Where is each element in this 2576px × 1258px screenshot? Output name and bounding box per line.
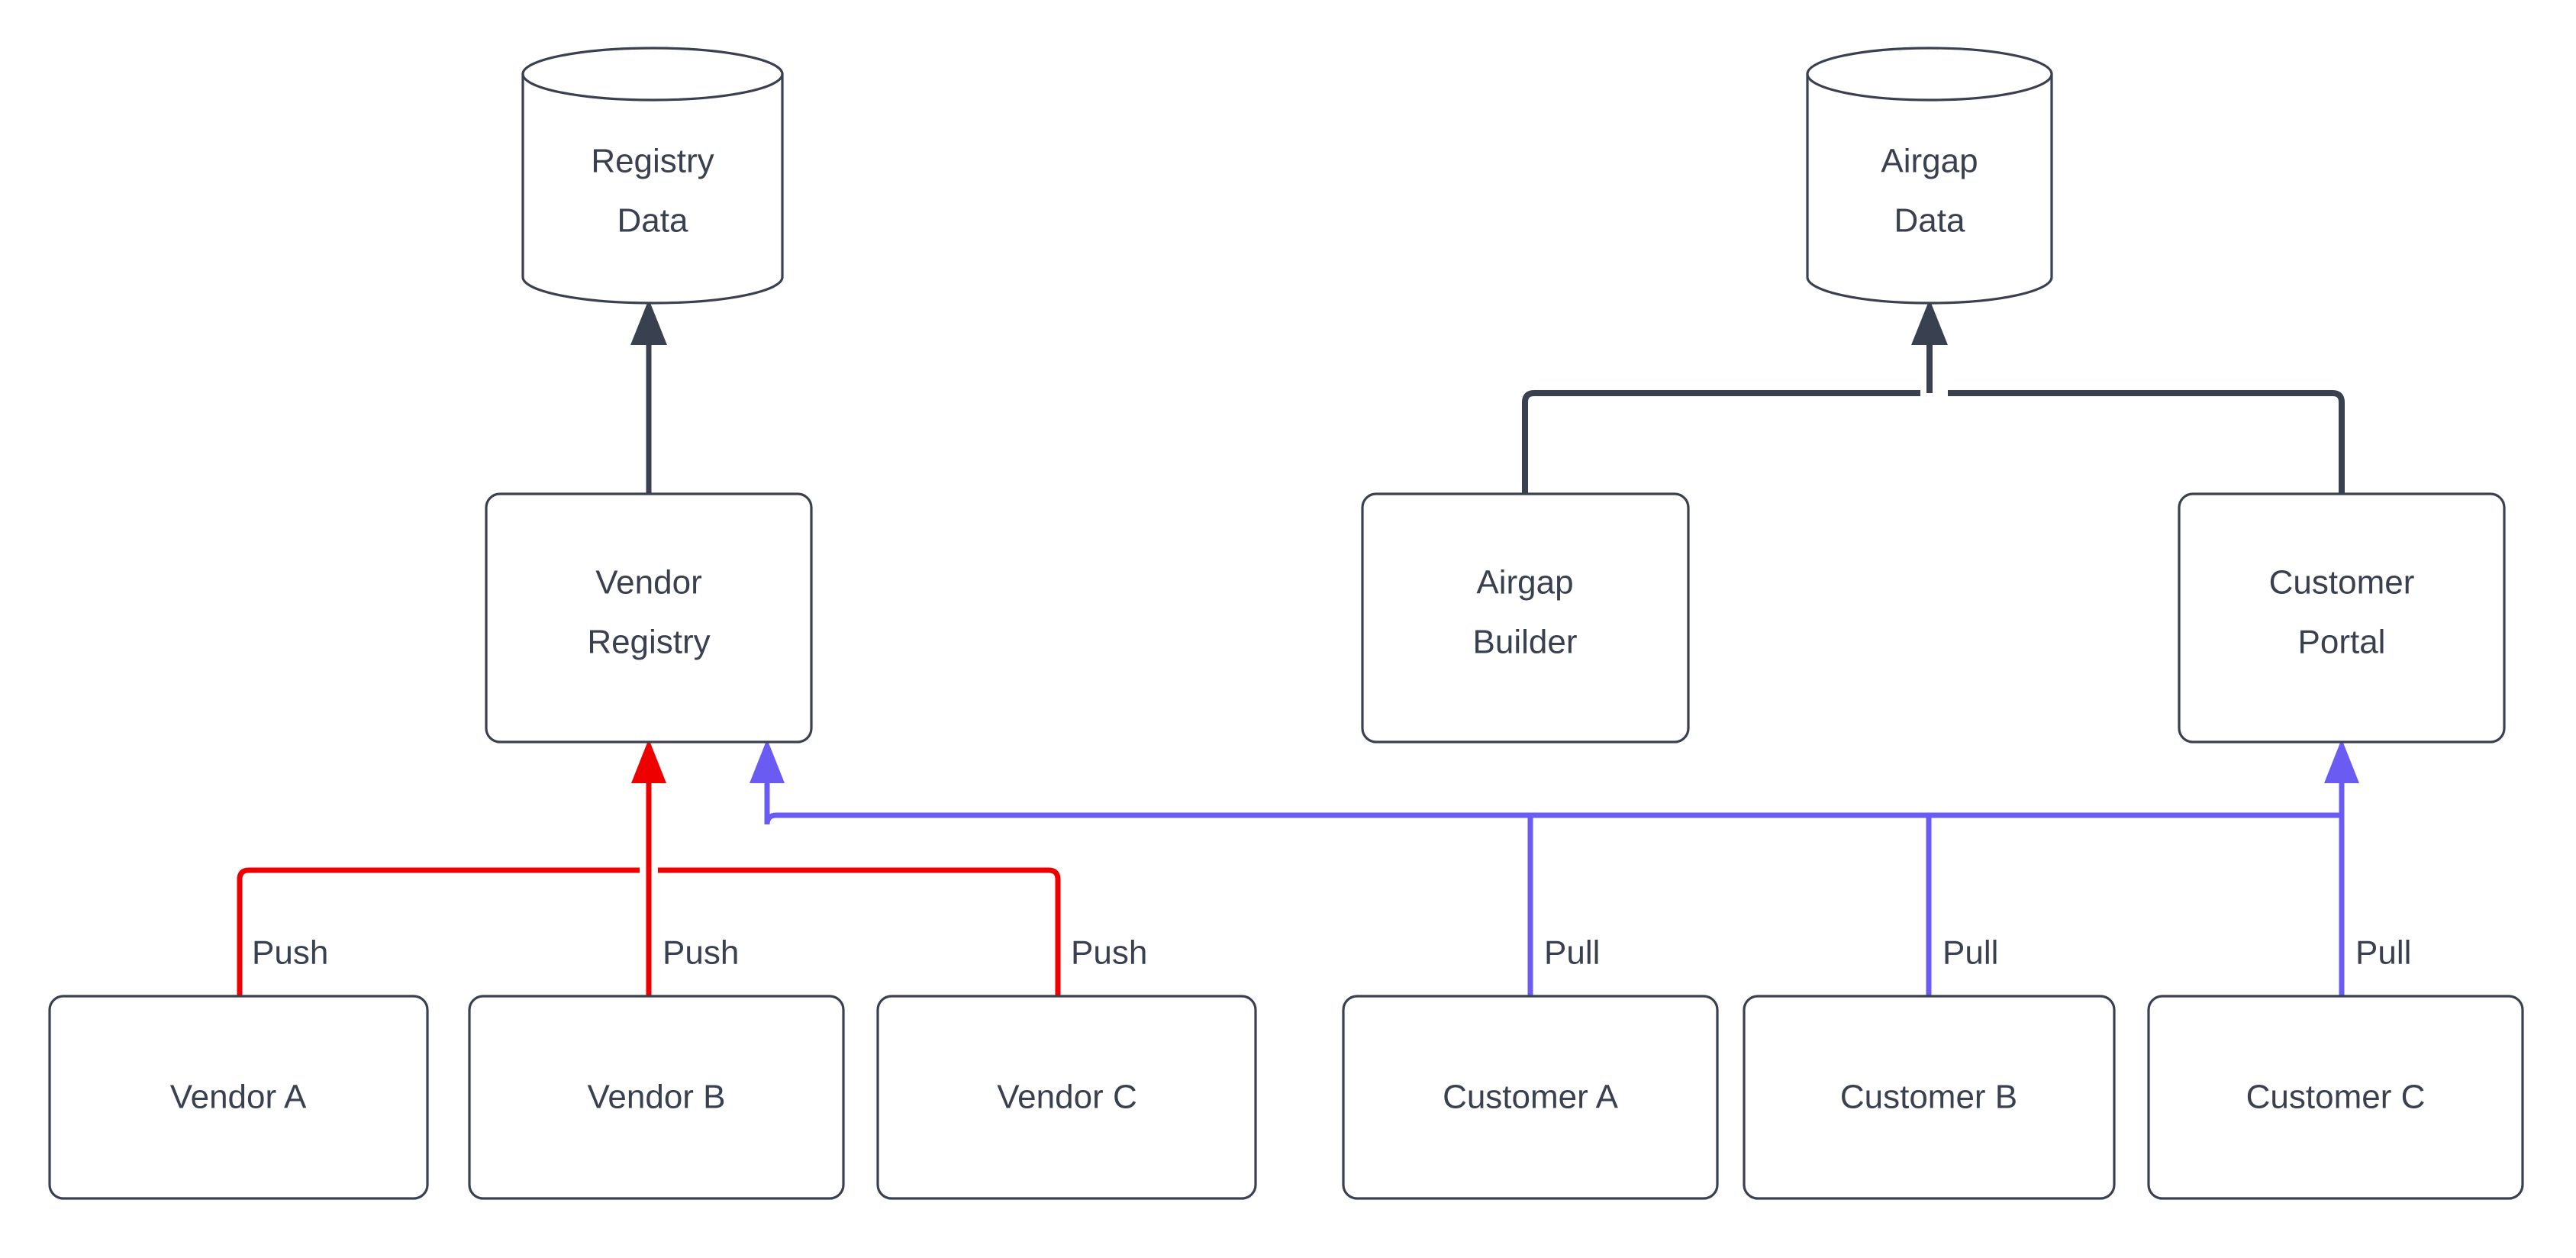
node-registry-data[interactable]: Registry Data <box>521 47 784 305</box>
vendor-b-box <box>468 995 845 1200</box>
push-arrowhead-vendor-registry <box>631 739 666 783</box>
push-edge-group <box>237 739 1061 996</box>
pull-arrowhead-customer-portal <box>2324 739 2359 783</box>
node-vendor-b[interactable]: Vendor B <box>468 995 845 1200</box>
customer-portal-box <box>2178 492 2506 744</box>
registry-data-edge-group <box>630 299 667 494</box>
edge-label-push-vendor-c: Push <box>1071 934 1147 972</box>
push-edge-vendor-a <box>237 867 640 996</box>
airgap-data-edge-group <box>1522 299 2345 494</box>
vendor-c-label: Vendor C <box>997 1079 1136 1116</box>
registry-data-label-line1: Registry <box>591 143 714 180</box>
vendor-a-box <box>48 995 429 1200</box>
node-airgap-builder[interactable]: Airgap Builder <box>1361 492 1690 744</box>
airgap-builder-box <box>1361 492 1690 744</box>
customer-portal-label-line2: Portal <box>2298 624 2386 661</box>
edge-label-push-vendor-b: Push <box>663 934 739 972</box>
airgap-data-label-line1: Airgap <box>1881 143 1978 180</box>
vendor-b-label: Vendor B <box>587 1079 725 1116</box>
node-vendor-registry[interactable]: Vendor Registry <box>485 492 813 744</box>
edge-label-pull-customer-a: Pull <box>1544 934 1600 972</box>
vendor-registry-label-line2: Registry <box>587 624 710 661</box>
registry-data-cylinder-body <box>521 73 784 305</box>
customer-a-label: Customer A <box>1443 1079 1619 1116</box>
customer-b-label: Customer B <box>1840 1079 2017 1116</box>
node-customer-portal[interactable]: Customer Portal <box>2178 492 2506 744</box>
node-customer-a[interactable]: Customer A <box>1342 995 1719 1200</box>
node-vendor-c[interactable]: Vendor C <box>876 995 1257 1200</box>
airgap-builder-label-line2: Builder <box>1473 624 1578 661</box>
registry-data-cylinder-top <box>521 47 784 102</box>
node-customer-c[interactable]: Customer C <box>2147 995 2524 1200</box>
vendor-a-label: Vendor A <box>170 1079 307 1116</box>
customer-b-box <box>1743 995 2116 1200</box>
node-airgap-data[interactable]: Airgap Data <box>1806 47 2053 305</box>
registry-data-label-line2: Data <box>617 202 688 240</box>
edge-label-pull-customer-b: Pull <box>1942 934 1998 972</box>
vendor-c-box <box>876 995 1257 1200</box>
customer-c-box <box>2147 995 2524 1200</box>
pull-edge-group <box>750 739 2359 996</box>
airgap-data-label-line2: Data <box>1894 202 1965 240</box>
node-vendor-a[interactable]: Vendor A <box>48 995 429 1200</box>
airgap-data-cylinder-top <box>1806 47 2053 102</box>
edge-customer-portal-to-airgap-data <box>1948 390 2345 494</box>
customer-c-label: Customer C <box>2246 1079 2426 1116</box>
airgap-data-arrowhead <box>1911 299 1948 345</box>
pull-arrowhead-vendor-registry <box>750 739 785 783</box>
push-edge-vendor-c <box>658 867 1061 996</box>
node-customer-b[interactable]: Customer B <box>1743 995 2116 1200</box>
registry-data-arrowhead <box>630 299 667 345</box>
airgap-data-cylinder-body <box>1806 73 2053 305</box>
edge-airgap-builder-to-airgap-data <box>1522 390 1920 494</box>
vendor-registry-label-line1: Vendor <box>595 564 701 602</box>
edge-label-push-vendor-a: Push <box>252 934 328 972</box>
customer-portal-label-line1: Customer <box>2269 564 2415 602</box>
customer-a-box <box>1342 995 1719 1200</box>
edge-label-pull-customer-c: Pull <box>2355 934 2411 972</box>
vendor-registry-box <box>485 492 813 744</box>
airgap-builder-label-line1: Airgap <box>1476 564 1573 602</box>
